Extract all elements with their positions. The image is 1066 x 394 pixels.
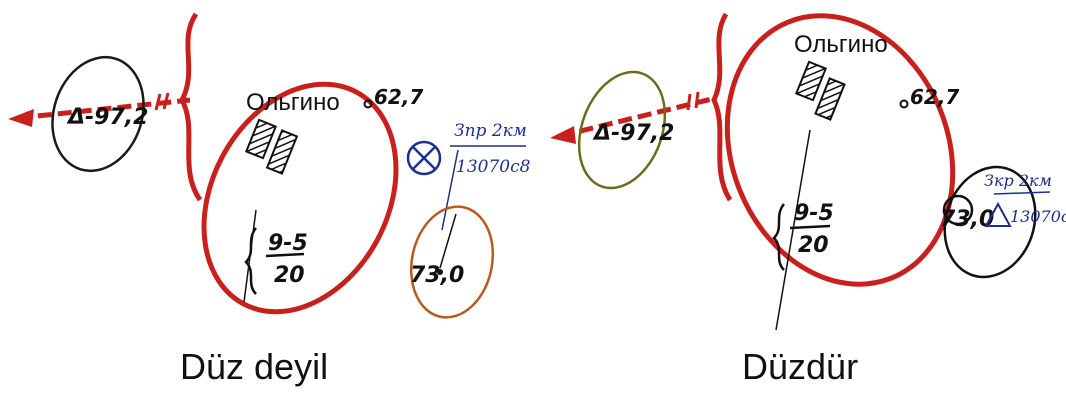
left-annotation-leader — [441, 149, 459, 231]
left-elevation-dot — [363, 99, 373, 109]
left-annotation-top: Зпр 2км — [454, 121, 527, 141]
right-spot-height-value: 73,0 — [940, 207, 994, 232]
right-leader-line — [775, 129, 811, 331]
left-panel: Δ-97,2 Ольгино 62,7 9-5 20 Зпр 2км 13070… — [8, 12, 531, 319]
left-elevation-value: 62,7 — [374, 85, 423, 109]
left-fraction-bar — [265, 252, 305, 258]
left-spot-height-dot — [437, 269, 443, 275]
left-spot-height-value: 73,0 — [410, 263, 464, 288]
left-spot-height-ellipse — [409, 205, 495, 319]
right-triangulation-ellipse — [577, 70, 667, 190]
right-triangle-icon — [984, 201, 1012, 227]
right-place-name: Ольгино — [794, 31, 888, 58]
left-triangulation-label: Δ-97,2 — [66, 105, 148, 130]
right-elevation-value: 62,7 — [910, 85, 959, 109]
left-building-2 — [265, 129, 299, 175]
left-leader-line — [243, 209, 257, 303]
left-annotation-bottom: 13070с8 — [456, 157, 531, 177]
right-triangulation-label: Δ-97,2 — [592, 121, 674, 146]
right-fraction-bar — [789, 224, 831, 230]
left-spot-leader — [439, 213, 457, 269]
caption-right: Düzdür — [742, 346, 859, 387]
left-red-brace — [179, 12, 203, 202]
left-place-name: Ольгино — [246, 89, 340, 116]
left-fraction-brace — [244, 227, 258, 295]
left-fraction-numerator: 9-5 — [268, 231, 308, 256]
left-cross-circle-symbol — [406, 140, 442, 176]
left-settlement-outline — [201, 81, 399, 315]
left-triangulation-point: Δ-97,2 — [66, 105, 148, 130]
right-fraction-numerator: 9-5 — [794, 201, 834, 226]
right-spot-height-dot — [942, 194, 974, 226]
right-spot-height-ellipse — [943, 165, 1037, 279]
caption-left: Düz deyil — [180, 346, 329, 387]
right-fraction-brace — [772, 203, 786, 271]
right-red-brace — [711, 12, 733, 202]
left-triangulation-ellipse — [51, 55, 145, 173]
right-annotation-bar — [993, 191, 1051, 195]
right-panel: Δ-97,2 Ольгино 62,7 9-5 20 73,0 Зкр 2км … — [550, 12, 1066, 331]
right-annotation-top: Зкр 2км — [984, 171, 1052, 190]
left-fraction-denominator: 20 — [274, 263, 305, 288]
left-red-arrow — [8, 92, 191, 127]
right-elevation-dot — [899, 99, 909, 109]
right-building-1 — [794, 60, 828, 102]
right-annotation-bottom: 13070с8 — [1010, 207, 1066, 226]
right-fraction-denominator: 20 — [798, 233, 829, 258]
right-red-arrow — [550, 91, 717, 144]
right-triangulation-point: Δ-97,2 — [592, 121, 674, 146]
right-settlement-outline — [724, 13, 956, 287]
left-building-1 — [244, 118, 278, 160]
right-building-2 — [814, 77, 846, 121]
